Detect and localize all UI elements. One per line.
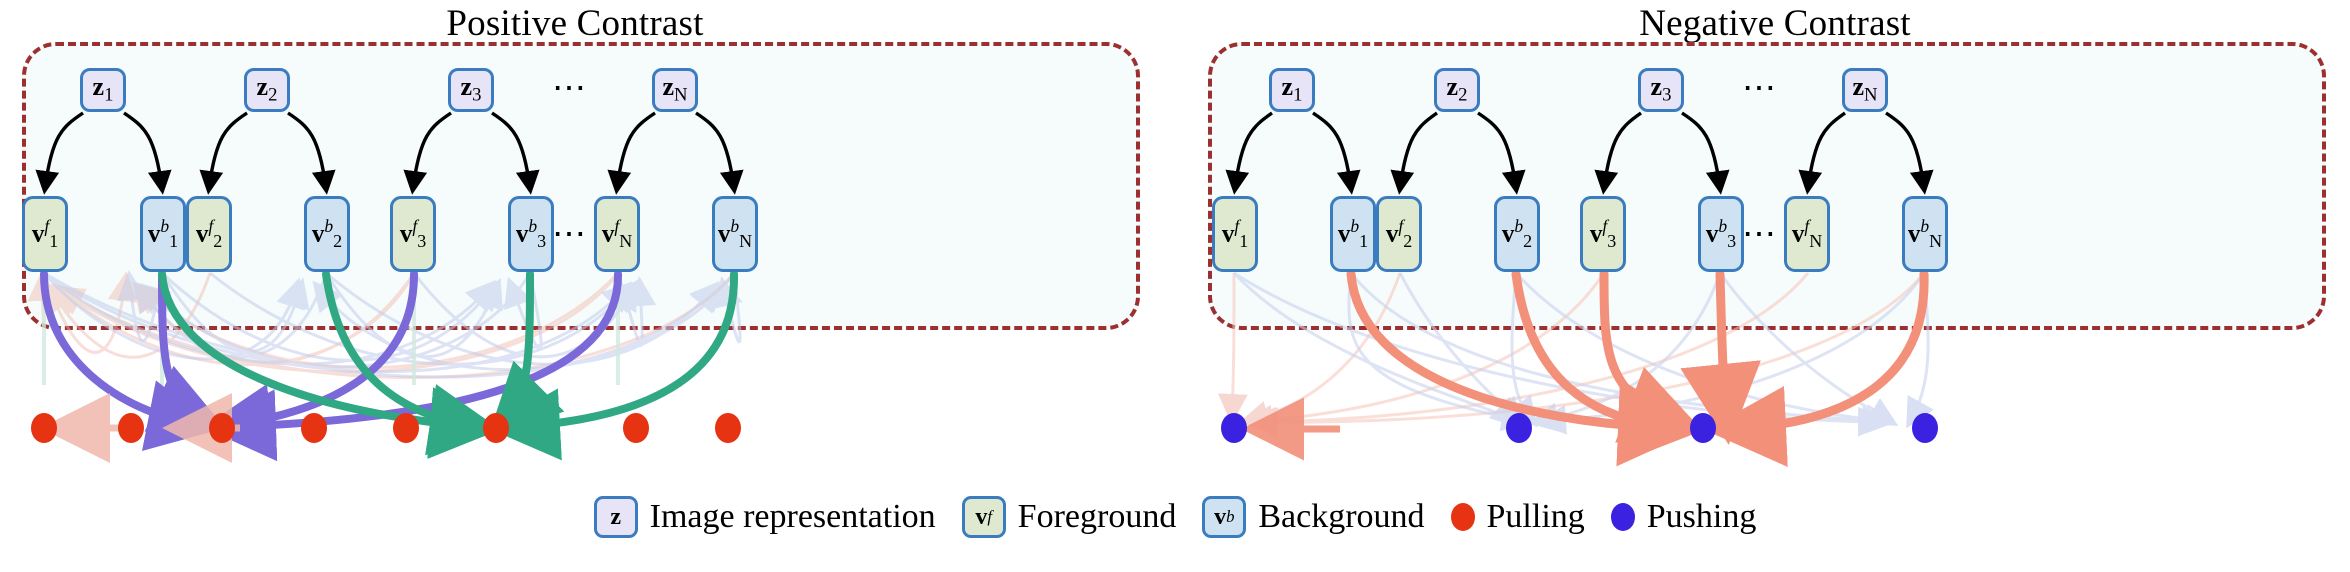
pulling-dot-icon (1450, 503, 1475, 531)
v-node-foreground[interactable]: vf3 (390, 196, 436, 272)
pushing-dot-icon (1610, 503, 1635, 531)
pulling-dot[interactable] (393, 413, 419, 443)
v-row-ellipsis: ⋯ (1742, 216, 1780, 253)
v-node-foreground[interactable]: vf3 (1580, 196, 1626, 272)
v-node-label: vf3 (399, 215, 427, 251)
pulling-dot[interactable] (31, 413, 57, 443)
legend-item-image-representation: z Image representation (593, 496, 936, 538)
v-node-label: vb2 (1501, 215, 1533, 251)
v-node-background[interactable]: vb3 (1698, 196, 1744, 272)
z-node[interactable]: z2 (1434, 68, 1480, 112)
pushing-dot[interactable] (1221, 413, 1247, 443)
z-chip-icon: z (593, 496, 638, 538)
pulling-dot[interactable] (715, 413, 741, 443)
pulling-dot[interactable] (209, 413, 235, 443)
z-node[interactable]: z2 (244, 68, 290, 112)
legend-item-pulling: Pulling (1450, 498, 1585, 536)
z-node-label: z2 (1446, 72, 1468, 106)
v-node-label: vb3 (515, 215, 547, 251)
v-node-label: vf1 (31, 215, 59, 251)
legend-label: Image representation (649, 498, 936, 535)
pulling-dot[interactable] (623, 413, 649, 443)
pulling-dot[interactable] (301, 413, 327, 443)
v-row-ellipsis: ⋯ (552, 216, 590, 253)
v-node-foreground[interactable]: vfN (594, 196, 640, 272)
v-node-label: vbN (717, 215, 753, 251)
z-node[interactable]: zN (1842, 68, 1888, 112)
z-node[interactable]: zN (652, 68, 698, 112)
z-node[interactable]: z1 (1269, 68, 1315, 112)
z-node-label: zN (1852, 72, 1878, 106)
pulling-dot[interactable] (118, 413, 144, 443)
legend-label: Pushing (1646, 498, 1757, 535)
z-node-label: z1 (92, 72, 114, 106)
v-node-label: vb1 (147, 215, 179, 251)
z-node-label: z2 (256, 72, 278, 106)
v-node-foreground[interactable]: vf1 (1212, 196, 1258, 272)
v-node-foreground[interactable]: vfN (1784, 196, 1830, 272)
z-node[interactable]: z1 (80, 68, 126, 112)
pushing-dot[interactable] (1506, 413, 1532, 443)
legend-label: Background (1258, 498, 1425, 535)
v-node-label: vf2 (195, 215, 223, 251)
legend-item-pushing: Pushing (1610, 498, 1757, 536)
pulling-dot[interactable] (483, 413, 509, 443)
v-node-background[interactable]: vbN (1902, 196, 1948, 272)
v-node-label: vb3 (1705, 215, 1737, 251)
v-node-label: vbN (1907, 215, 1943, 251)
z-node-label: z3 (1650, 72, 1672, 106)
v-node-label: vfN (601, 215, 633, 251)
v-node-label: vb2 (311, 215, 343, 251)
z-node-label: zN (662, 72, 688, 106)
v-node-foreground[interactable]: vf2 (1376, 196, 1422, 272)
pushing-dot[interactable] (1690, 413, 1716, 443)
pushing-dot[interactable] (1912, 413, 1938, 443)
v-node-foreground[interactable]: vf1 (22, 196, 68, 272)
legend-label: Pulling (1486, 498, 1585, 535)
v-node-background[interactable]: vbN (712, 196, 758, 272)
z-node-label: z3 (460, 72, 482, 106)
v-node-label: vf2 (1385, 215, 1413, 251)
v-node-label: vf1 (1221, 215, 1249, 251)
panel-title-negative: Negative Contrast (1639, 3, 1911, 44)
v-node-label: vfN (1791, 215, 1823, 251)
panel-title-positive: Positive Contrast (446, 3, 704, 44)
v-node-background[interactable]: vb2 (304, 196, 350, 272)
legend-label: Foreground (1017, 498, 1177, 535)
v-node-foreground[interactable]: vf2 (186, 196, 232, 272)
z-node-label: z1 (1281, 72, 1303, 106)
v-node-label: vb1 (1337, 215, 1369, 251)
z-row-ellipsis: ⋯ (1742, 70, 1780, 107)
z-node[interactable]: z3 (1638, 68, 1684, 112)
v-node-background[interactable]: vb3 (508, 196, 554, 272)
v-node-background[interactable]: vb1 (140, 196, 186, 272)
v-node-label: vf3 (1589, 215, 1617, 251)
z-node[interactable]: z3 (448, 68, 494, 112)
z-row-ellipsis: ⋯ (552, 70, 590, 107)
v-node-background[interactable]: vb1 (1330, 196, 1376, 272)
v-node-background[interactable]: vb2 (1494, 196, 1540, 272)
